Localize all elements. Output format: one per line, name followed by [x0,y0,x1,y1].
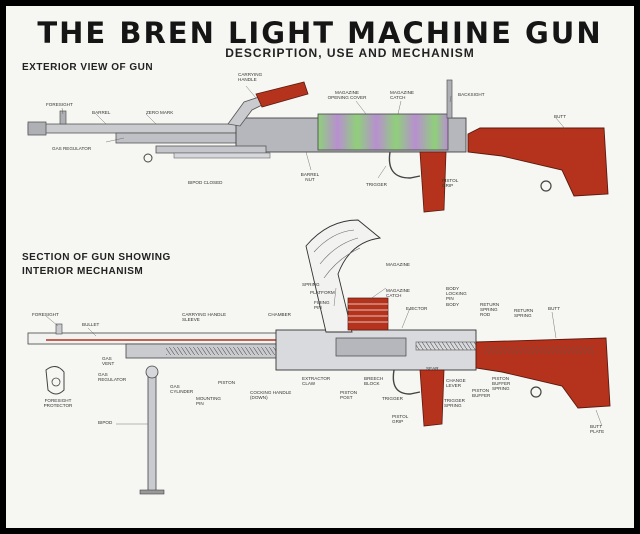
label-section-butt: BUTT [548,306,560,311]
section-butt [475,337,611,409]
label-section-pistol-grip: PISTOL GRIP [392,414,409,424]
label-cocking-handle: COCKING HANDLE (DOWN) [250,390,292,400]
label-return-spring: RETURN SPRING [514,308,534,318]
exterior-bipod-closed [155,145,267,154]
label-magazine-opening-cover: MAGAZINE OPENING COVER [327,90,367,100]
poster-title: THE BREN LIGHT MACHINE GUN [37,16,603,50]
label-section-gas-regulator: GAS REGULATOR [98,372,127,382]
section-pistol-grip [419,369,445,427]
poster-subtitle: DESCRIPTION, USE AND MECHANISM [225,46,475,60]
section-magazine [305,219,382,333]
label-extractor-claw: EXTRACTOR CLAW [302,376,331,386]
exterior-carrying-handle-grip [255,81,309,108]
diagram-poster: THE BREN LIGHT MACHINE GUN DESCRIPTION, … [6,6,634,528]
label-piston-post: PISTON POST [340,390,358,400]
label-backsight: BACKSIGHT [458,92,485,97]
label-gas-vent: GAS VENT [102,356,115,366]
section-bipod [147,371,157,493]
label-barrel: BARREL [92,110,111,115]
exterior-barrel [27,123,239,134]
label-gas-regulator: GAS REGULATOR [52,146,92,151]
section-heading-line1: SECTION OF GUN SHOWING [22,252,171,263]
label-foresight-protector: FORESIGHT PROTECTOR [43,398,73,408]
section-barrel [27,332,279,345]
exterior-flash-hider [27,121,47,136]
label-breech-block: BREECH BLOCK [364,376,384,386]
section-heading-line2: INTERIOR MECHANISM [22,266,144,277]
label-body: BODY [446,302,460,307]
label-bullet: BULLET [82,322,100,327]
gun-illustrations [27,79,611,495]
label-bipod-closed: BIPOD CLOSED [188,180,223,185]
label-section-trigger: TRIGGER [382,396,403,401]
label-trigger-spring: TRIGGER SPRING [444,398,465,408]
label-ejector: EJECTOR [406,306,428,311]
label-section-foresight: FORESIGHT [32,312,59,317]
section-foresight-protector [45,366,65,395]
label-zero-mark: ZERO MARK [146,110,174,115]
label-piston-buffer-spring: PISTON BUFFER SPRING [492,376,511,391]
section-breech-block [335,337,407,357]
exterior-butt [467,127,609,197]
label-foresight: FORESIGHT [46,102,73,107]
section-gun [27,219,611,495]
section-magazine-rounds [347,297,389,331]
label-change-lever: CHANGE LEVER [446,378,466,388]
label-trigger: TRIGGER [366,182,387,187]
label-return-spring-rod: RETURN SPRING ROD [480,302,500,317]
exterior-heading: EXTERIOR VIEW OF GUN [22,62,154,73]
label-body-locking-pin: BODY LOCKING PIN [446,286,467,301]
label-gas-cylinder: GAS CYLINDER [170,384,194,394]
exterior-backsight [446,79,453,119]
label-carrying-handle: CARRYING HANDLE [238,72,263,82]
label-butt: BUTT [554,114,566,119]
label-carrying-handle-sleeve: CARRYING HANDLE SLEEVE [182,312,227,322]
exterior-foresight [59,110,67,125]
section-trigger-guard [392,369,421,395]
exterior-pistol-grip [419,151,447,213]
label-chamber: CHAMBER [268,312,291,317]
exterior-magazine-cover [317,113,449,151]
label-spring: SPRING [302,282,320,287]
label-butt-plate: BUTT PLATE [590,424,605,434]
label-magazine-catch: MAGAZINE CATCH [390,90,414,100]
exterior-gun [27,79,609,213]
label-firing-pin: FIRING PIN [314,300,330,310]
label-barrel-nut: BARREL NUT [300,172,320,182]
leader-lines [45,85,603,427]
label-piston-buffer: PISTON BUFFER [472,388,491,398]
label-sear: SEAR [426,366,439,371]
label-piston: PISTON [218,380,236,385]
section-foresight [55,323,63,335]
label-bipod: BIPOD [98,420,113,425]
label-mounting-pin: MOUNTING PIN [196,396,222,406]
label-section-magazine-catch: MAGAZINE CATCH [386,288,410,298]
label-magazine: MAGAZINE [386,262,410,267]
exterior-trigger-guard [388,151,421,179]
label-platform: PLATFORM [310,290,335,295]
label-pistol-grip: PISTOL GRIP [442,178,459,188]
